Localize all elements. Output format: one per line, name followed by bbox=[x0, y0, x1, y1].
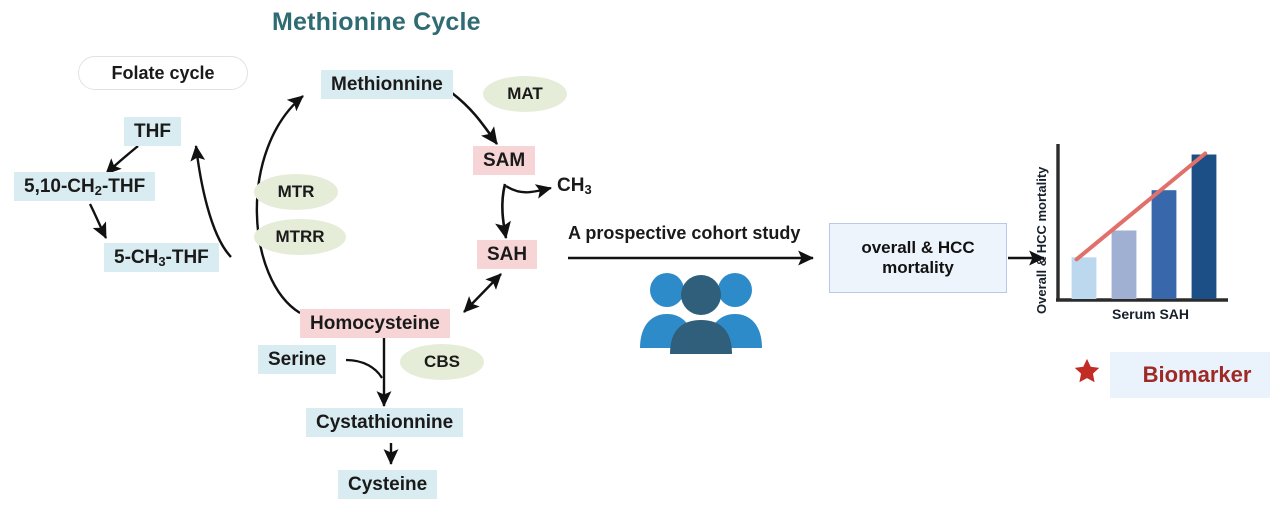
group-of-people-icon bbox=[640, 273, 762, 354]
edge-to-ch3 bbox=[505, 184, 552, 199]
chart-bar bbox=[1191, 154, 1217, 299]
page-title: Methionine Cycle bbox=[272, 8, 481, 36]
chart-bar bbox=[1151, 190, 1177, 299]
node-cystathionnine[interactable]: Cystathionnine bbox=[306, 408, 464, 437]
edge-ch3thf-to-thf bbox=[190, 145, 232, 258]
biomarker-badge: Biomarker bbox=[1110, 352, 1270, 398]
chart-y-axis-label: Overall & HCC mortality bbox=[1034, 166, 1049, 314]
node-homocysteine[interactable]: Homocysteine bbox=[300, 309, 450, 338]
node-ch2-thf[interactable]: 5,10-CH2-THF bbox=[14, 172, 156, 201]
node-serine[interactable]: Serine bbox=[258, 345, 337, 374]
chart-plot-area bbox=[1056, 144, 1228, 302]
edge-ch2thf-to-ch3thf bbox=[88, 203, 108, 239]
study-arrow-label: A prospective cohort study bbox=[568, 223, 801, 243]
chart-trendline bbox=[1074, 151, 1208, 262]
chart-bar bbox=[1111, 230, 1137, 299]
edge-thf-to-ch2thf bbox=[105, 145, 139, 175]
chart-bar bbox=[1071, 257, 1097, 299]
node-sah[interactable]: SAH bbox=[477, 240, 538, 269]
label-ch3: CH3 bbox=[557, 175, 592, 198]
enzyme-mat[interactable]: MAT bbox=[483, 76, 567, 112]
node-ch3-thf-label: 5-CH3-THF bbox=[114, 246, 209, 269]
enzyme-mtr[interactable]: MTR bbox=[254, 174, 338, 210]
node-sam[interactable]: SAM bbox=[473, 146, 536, 175]
star-icon bbox=[1074, 358, 1100, 383]
edge-serine-input bbox=[345, 358, 383, 379]
enzyme-mtrr[interactable]: MTRR bbox=[254, 219, 346, 255]
node-methionine[interactable]: Methionnine bbox=[321, 70, 453, 99]
node-ch3-thf[interactable]: 5-CH3-THF bbox=[104, 243, 219, 272]
enzyme-cbs[interactable]: CBS bbox=[400, 344, 484, 380]
bar-chart: Overall & HCC mortality Serum SAH bbox=[1016, 134, 1236, 344]
node-ch2-thf-label: 5,10-CH2-THF bbox=[24, 175, 146, 198]
node-thf[interactable]: THF bbox=[124, 117, 181, 146]
folate-cycle-pill: Folate cycle bbox=[78, 56, 248, 90]
edge-sah-homocysteine bbox=[463, 273, 502, 313]
chart-x-axis-label: Serum SAH bbox=[1112, 306, 1190, 322]
edge-sam-to-sah bbox=[495, 183, 511, 240]
outcome-box[interactable]: overall & HCC mortality bbox=[829, 223, 1007, 293]
node-cysteine[interactable]: Cysteine bbox=[338, 470, 438, 499]
chart-bars bbox=[1071, 154, 1217, 299]
